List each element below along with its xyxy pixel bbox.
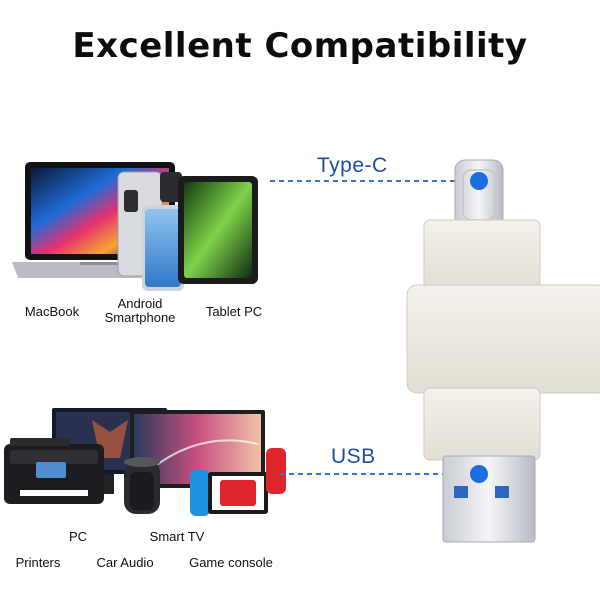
smartphone-icon (117, 171, 184, 291)
device-label-game-console: Game console (189, 555, 273, 570)
device-label-smart-tv: Smart TV (149, 529, 205, 544)
printer-icon (4, 438, 104, 504)
usb-a-connector-icon (442, 455, 536, 543)
device-label-tablet-pc: Tablet PC (205, 304, 263, 319)
tablet-icon (178, 176, 258, 284)
device-label-pc: PC (68, 529, 88, 544)
device-label-car-audio: Car Audio (96, 555, 154, 570)
usb-label: USB (331, 445, 376, 468)
flash-drive-illustration (406, 159, 600, 543)
usb-c-connector-icon (454, 159, 504, 229)
device-label-printers: Printers (15, 555, 61, 570)
type-c-label: Type-C (317, 154, 388, 177)
speaker-icon (124, 457, 160, 514)
device-label-macbook: MacBook (24, 304, 80, 319)
device-label-android-smartphone: Android Smartphone (104, 296, 176, 325)
page-title: Excellent Compatibility (72, 26, 528, 66)
game-console-icon (190, 448, 286, 516)
